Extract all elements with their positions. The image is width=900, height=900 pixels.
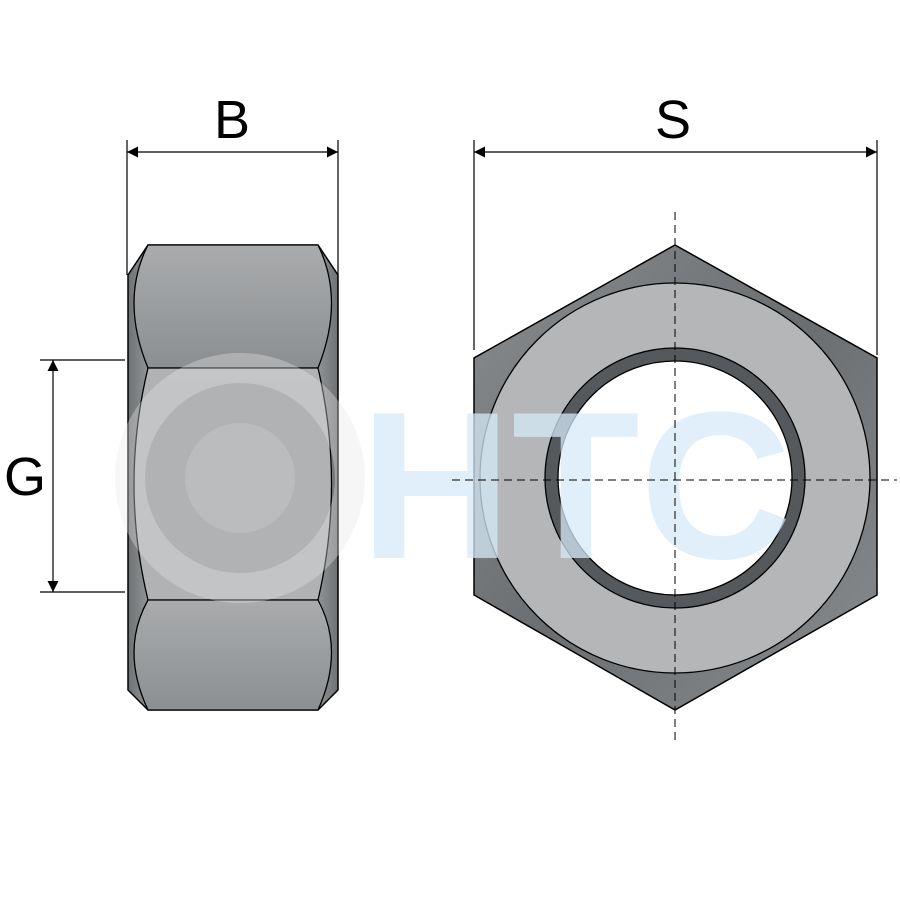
dimension-b <box>126 140 339 275</box>
dimension-s <box>473 140 878 355</box>
dimension-g <box>40 359 125 593</box>
dimension-s-label: S <box>655 90 691 150</box>
watermark <box>115 353 365 603</box>
watermark-text: HTC <box>360 368 792 603</box>
dimension-b-label: B <box>214 90 250 150</box>
side-view <box>127 244 339 711</box>
centerlines <box>452 212 897 745</box>
dimension-g-label: G <box>4 447 46 507</box>
